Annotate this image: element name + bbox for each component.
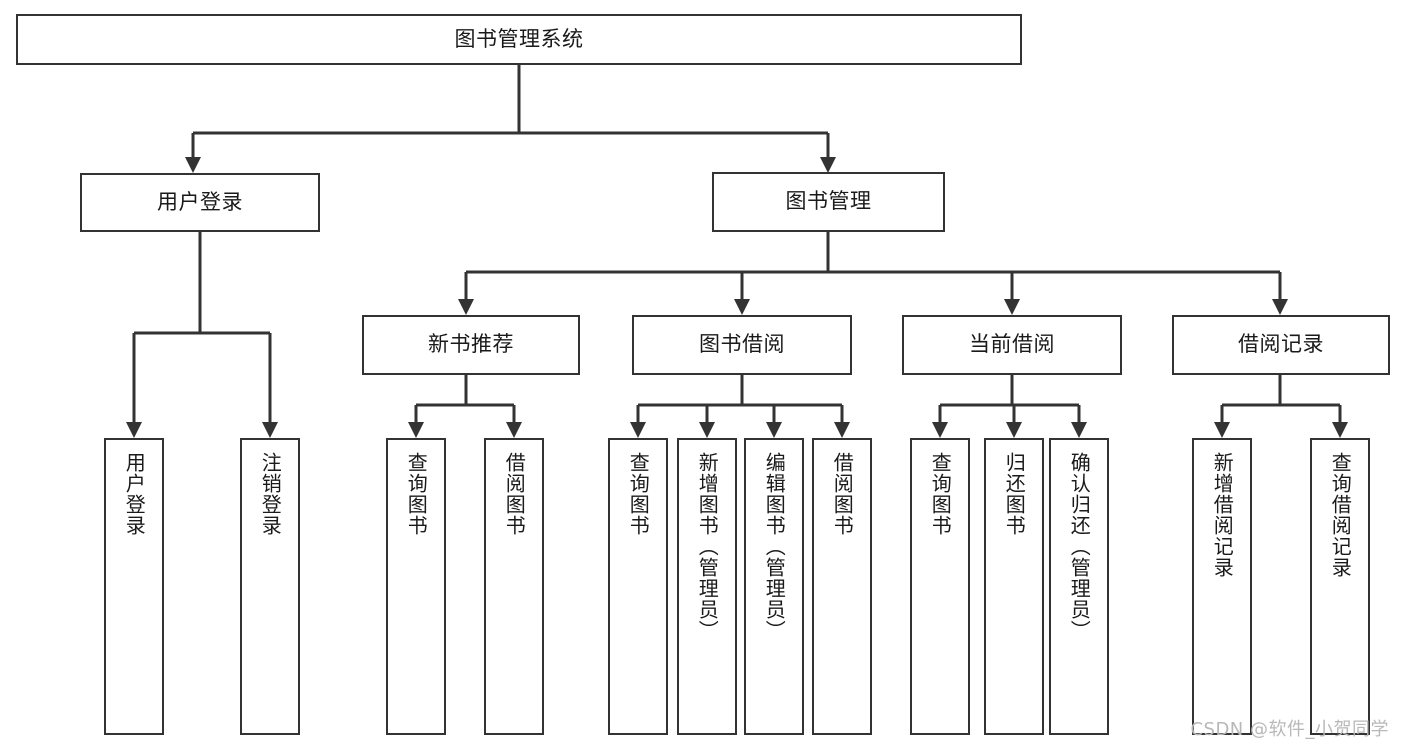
leaf-borrow-book-1[interactable]: 借阅图书 — [484, 438, 544, 735]
node-user-login[interactable]: 用户登录 — [80, 173, 320, 232]
arrowhead-icon — [766, 422, 782, 438]
leaf-user-login[interactable]: 用户登录 — [104, 438, 164, 735]
node-label: 借阅图书 — [502, 452, 527, 536]
node-label: 当前借阅 — [969, 332, 1055, 357]
node-label: 图书管理 — [785, 189, 872, 214]
node-borrowing-record[interactable]: 借阅记录 — [1172, 315, 1390, 375]
node-label: 图书管理系统 — [454, 26, 584, 51]
node-label: 编辑图书（管理员） — [762, 452, 787, 641]
leaf-add-book-admin[interactable]: 新增图书（管理员） — [677, 438, 737, 735]
leaf-logout[interactable]: 注销登录 — [240, 438, 300, 735]
node-label: 新书推荐 — [428, 332, 514, 357]
arrowhead-icon — [1272, 299, 1288, 315]
arrowhead-icon — [734, 299, 750, 315]
node-label: 查询图书 — [626, 452, 651, 536]
node-label: 用户登录 — [157, 189, 243, 214]
node-label: 确认归还（管理员） — [1067, 452, 1092, 641]
node-label: 查询图书 — [928, 452, 953, 536]
node-label: 归还图书 — [1002, 452, 1027, 536]
node-book-borrowing[interactable]: 图书借阅 — [632, 315, 852, 375]
node-label: 图书借阅 — [699, 332, 785, 357]
leaf-query-book-3[interactable]: 查询图书 — [910, 438, 970, 735]
arrowhead-icon — [185, 157, 201, 173]
arrowhead-icon — [699, 422, 715, 438]
node-label: 新增图书（管理员） — [695, 452, 720, 641]
arrowhead-icon — [630, 422, 646, 438]
arrowhead-icon — [408, 422, 424, 438]
arrowhead-icon — [1214, 422, 1230, 438]
arrowhead-icon — [1332, 422, 1348, 438]
node-root-book-management-system[interactable]: 图书管理系统 — [16, 14, 1022, 65]
node-label: 新增借阅记录 — [1210, 452, 1235, 578]
leaf-query-book-1[interactable]: 查询图书 — [386, 438, 446, 735]
node-label: 借阅图书 — [830, 452, 855, 536]
arrowhead-icon — [126, 422, 142, 438]
node-label: 查询借阅记录 — [1328, 452, 1353, 578]
arrowhead-icon — [820, 157, 836, 173]
watermark: CSDN @软件_小贺同学 — [1190, 719, 1389, 740]
leaf-borrow-book-2[interactable]: 借阅图书 — [812, 438, 872, 735]
node-label: 借阅记录 — [1238, 332, 1324, 357]
arrowhead-icon — [1006, 422, 1022, 438]
leaf-add-record[interactable]: 新增借阅记录 — [1192, 438, 1252, 735]
arrowhead-icon — [1071, 422, 1087, 438]
arrowhead-icon — [834, 422, 850, 438]
leaf-query-record[interactable]: 查询借阅记录 — [1310, 438, 1370, 735]
leaf-confirm-return[interactable]: 确认归还（管理员） — [1049, 438, 1109, 735]
node-label: 查询图书 — [404, 452, 429, 536]
arrowhead-icon — [1004, 299, 1020, 315]
arrowhead-icon — [458, 299, 474, 315]
node-current-borrowing[interactable]: 当前借阅 — [902, 315, 1122, 375]
leaf-return-book[interactable]: 归还图书 — [984, 438, 1044, 735]
leaf-query-book-2[interactable]: 查询图书 — [608, 438, 668, 735]
node-new-book-recommendation[interactable]: 新书推荐 — [362, 315, 580, 375]
node-label: 注销登录 — [258, 452, 283, 536]
arrowhead-icon — [262, 422, 278, 438]
node-label: 用户登录 — [122, 452, 147, 536]
arrowhead-icon — [506, 422, 522, 438]
node-book-management[interactable]: 图书管理 — [712, 172, 945, 232]
leaf-edit-book-admin[interactable]: 编辑图书（管理员） — [744, 438, 804, 735]
arrowhead-icon — [932, 422, 948, 438]
